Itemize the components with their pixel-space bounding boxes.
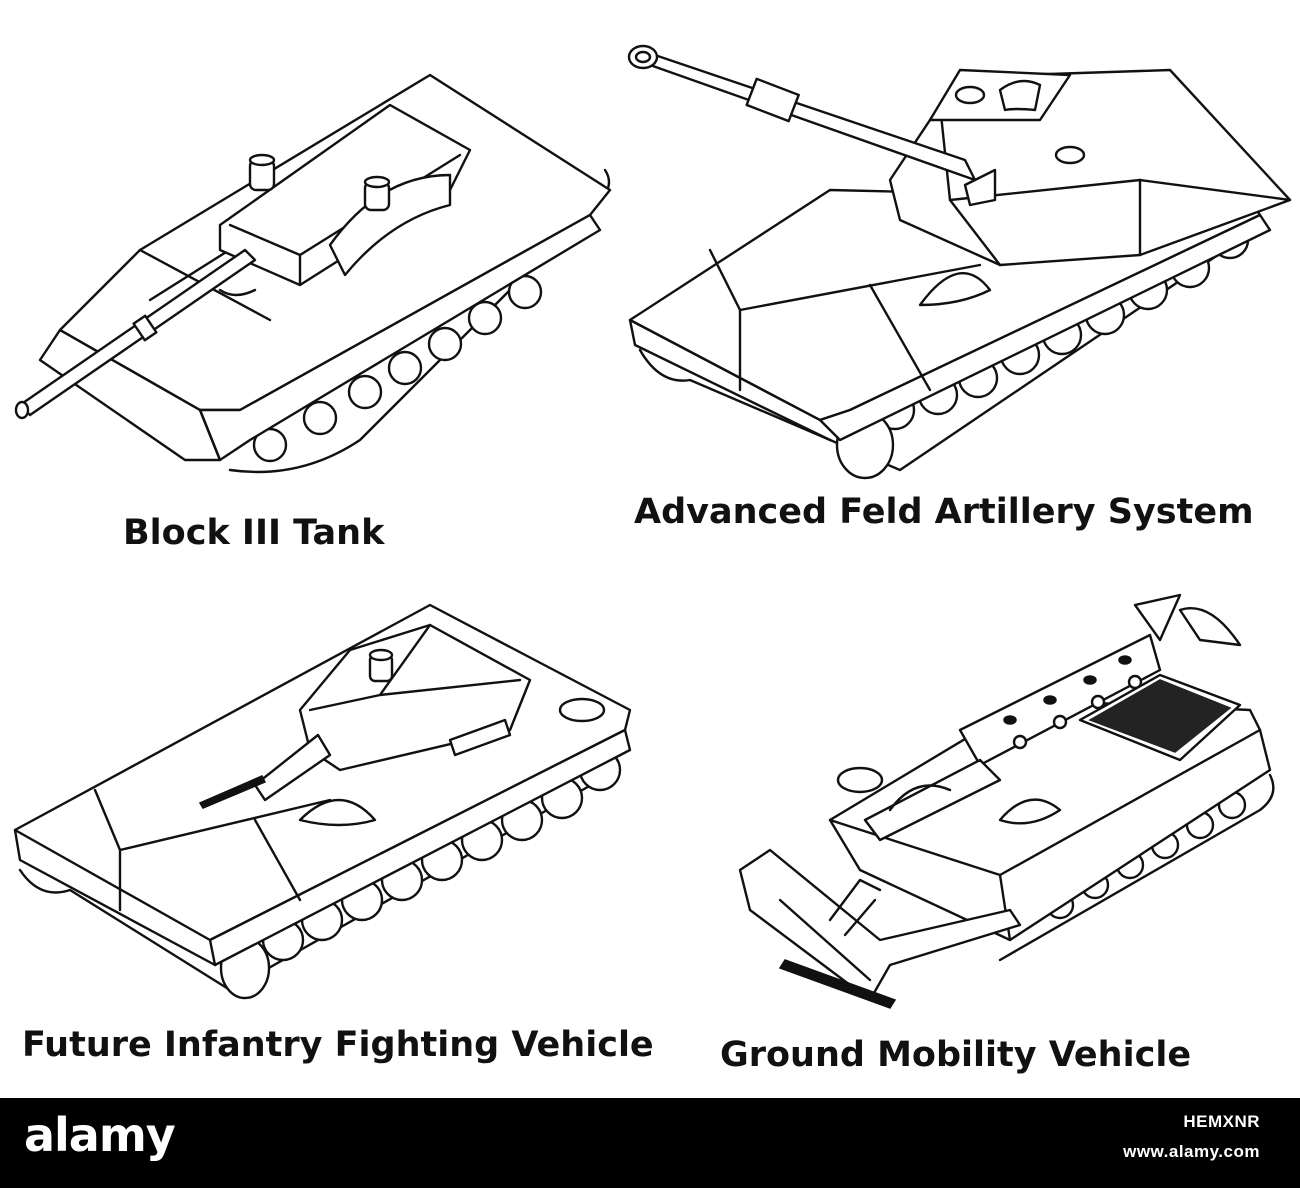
block-iii-tank-drawing — [14, 73, 612, 474]
alamy-logo: alamy — [24, 1108, 176, 1162]
figure-future-infantry-vehicle: Future Infantry Fighting Vehicle — [0, 580, 680, 1080]
figure-ground-mobility-vehicle: Ground Mobility Vehicle — [680, 580, 1300, 1090]
caption-block-iii-tank: Block III Tank — [123, 513, 385, 553]
caption-future-infantry-vehicle: Future Infantry Fighting Vehicle — [22, 1025, 654, 1065]
figure-block-iii-tank: Block III Tank — [0, 0, 650, 580]
caption-advanced-artillery: Advanced Feld Artillery System — [634, 492, 1254, 532]
website-url: www.alamy.com — [1123, 1142, 1260, 1161]
future-infantry-vehicle-drawing — [13, 603, 632, 1000]
watermark-footer: alamy HEMXNR www.alamy.com — [0, 1098, 1300, 1188]
figure-advanced-artillery: Advanced Feld Artillery System — [600, 0, 1300, 580]
caption-ground-mobility-vehicle: Ground Mobility Vehicle — [720, 1035, 1192, 1075]
advanced-artillery-drawing — [627, 44, 1292, 480]
ground-mobility-vehicle-drawing — [738, 593, 1275, 1009]
image-id-label: HEMXNR — [1183, 1112, 1260, 1131]
